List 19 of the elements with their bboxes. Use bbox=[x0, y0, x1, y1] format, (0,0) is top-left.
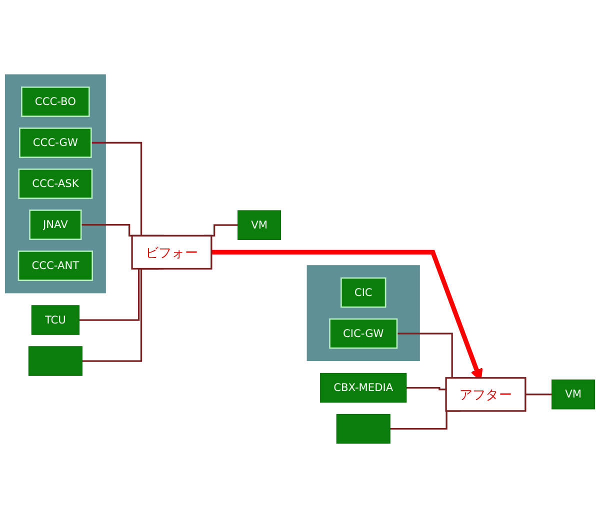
node-box bbox=[28, 346, 82, 376]
node-box: CIC bbox=[340, 277, 386, 308]
node-box: JNAV bbox=[29, 210, 82, 240]
node-box: アフター bbox=[445, 377, 526, 412]
node-box: CCC-BO bbox=[21, 86, 90, 117]
node-box: VM bbox=[552, 380, 596, 410]
node-box: CCC-ASK bbox=[18, 168, 93, 199]
node-box: CBX-MEDIA bbox=[320, 372, 407, 403]
cluster bbox=[4, 74, 106, 294]
node-box: CCC-GW bbox=[19, 128, 92, 158]
node-box: CIC-GW bbox=[329, 318, 398, 349]
node-box: CCC-ANT bbox=[18, 250, 94, 281]
connector bbox=[525, 394, 552, 396]
node-box bbox=[336, 414, 390, 444]
node-box: VM bbox=[238, 210, 282, 240]
connector bbox=[406, 386, 446, 390]
node-box: TCU bbox=[31, 305, 80, 335]
cluster bbox=[306, 265, 420, 362]
node-box: ビフォー bbox=[131, 234, 212, 270]
